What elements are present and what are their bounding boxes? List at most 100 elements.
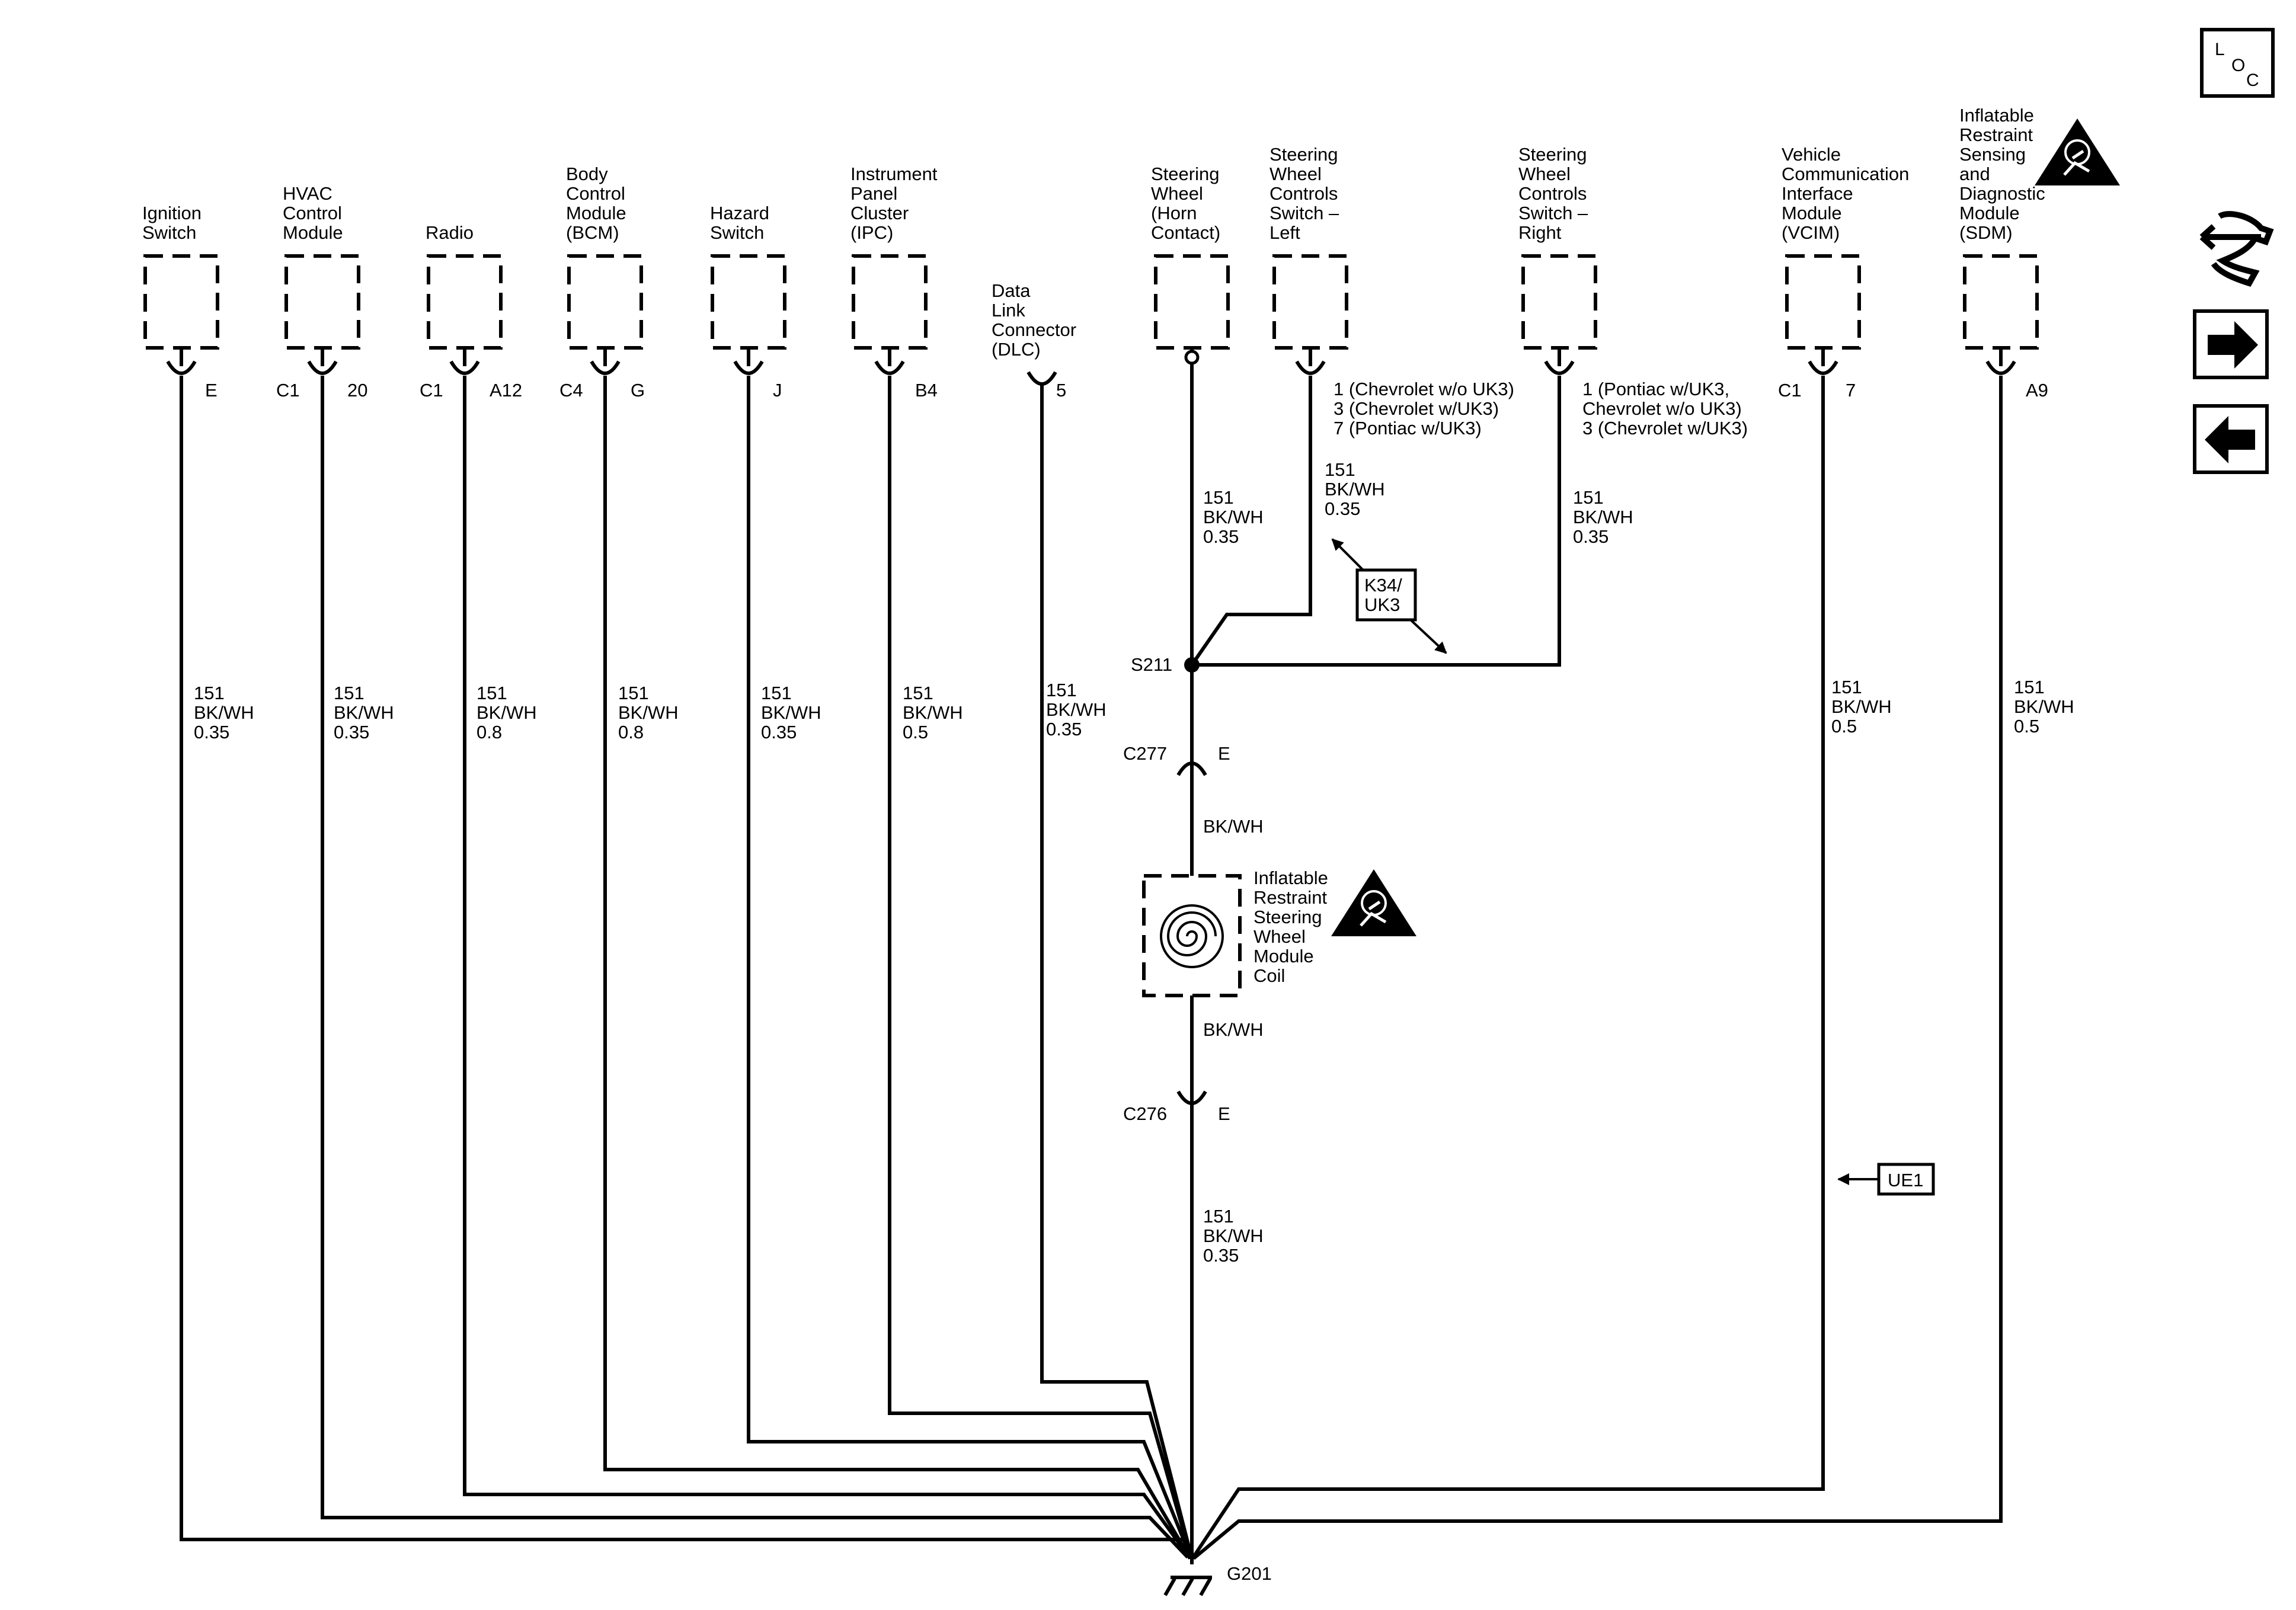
terminal-vcim [1808,348,1838,375]
terminal-bcm [590,348,621,375]
box-coil [1142,874,1242,997]
text-line: 3 (Chevrolet w/UK3) [1334,398,1499,419]
text-line: (Horn [1151,203,1197,223]
text-line: Panel [850,183,897,204]
component-locator-icon[interactable]: L O C [2200,28,2275,98]
pin-radio: A12 [490,380,522,401]
text-line: (VCIM) [1782,222,1840,243]
text-line: Contact) [1151,222,1220,243]
text-line: Steering [1253,907,1322,927]
text-line: K34/ [1364,575,1402,596]
pin-vcim: 7 [1846,380,1856,401]
c276-label: C276 [1123,1103,1167,1124]
text-line: Chevrolet w/o UK3) [1582,398,1742,419]
text-line: 151 [1046,680,1077,700]
box-swc-left [1272,254,1348,350]
text-line: BK/WH [761,702,821,723]
box-sdm [1963,254,2039,350]
terminal-ignition [166,348,197,375]
text-line: 0.5 [903,722,928,742]
text-line: Steering [1518,144,1587,165]
box-bcm [567,254,643,350]
text-line: Controls [1269,183,1338,204]
text-line: Module [1782,203,1842,223]
text-line: Coil [1253,965,1285,986]
text-line: 0.35 [194,722,229,742]
text-line: 3 (Chevrolet w/UK3) [1582,418,1748,438]
repair-procedure-icon[interactable] [2199,211,2274,287]
text-line: Data [992,280,1031,301]
next-arrow-icon[interactable] [2193,309,2269,379]
text-line: 1 (Pontiac w/UK3, [1582,379,1729,399]
text-line: Control [566,183,625,204]
ue1-label: UE1 [1888,1170,1923,1190]
text-line: BK/WH [1203,507,1264,527]
option-k34-uk3[interactable]: K34/UK3 [1331,538,1447,654]
nav-toolbar: L O C [2193,28,2275,474]
wire-ipc [888,376,1193,1559]
text-line: Switch [710,222,764,243]
text-line: Hazard [710,203,769,223]
box-radio [427,254,503,350]
component-boxes [143,254,2039,350]
pin-labels: E C1 20 C1 A12 C4 G J B4 5 1 (Chevrolet … [205,379,2048,438]
wire-sdm [1192,376,2003,1560]
text-line: 151 [477,683,507,703]
text-line: BK/WH [1831,696,1892,717]
c277-pin: E [1218,743,1230,764]
text-line: Module [1253,946,1314,966]
terminal-radio [449,348,480,375]
text-line: Interface [1782,183,1853,204]
text-line: 151 [334,683,364,703]
text-line: 0.35 [761,722,797,742]
text-line: BK/WH [2014,696,2074,717]
box-vcim [1785,254,1861,350]
text-line: 151 [1325,459,1355,480]
coil-spiral-icon [1160,904,1224,968]
text-line: Control [283,203,342,223]
text-line: Connector [992,319,1076,340]
wire-bcm [603,376,1192,1560]
coil-lower-wire-label: BK/WH [1203,1019,1264,1040]
text-line: 0.5 [2014,716,2039,737]
option-box-label: K34/UK3 [1364,575,1402,615]
text-line: Restraint [1253,887,1327,908]
text-line: Link [992,300,1025,321]
text-line: 0.35 [1325,498,1360,519]
text-line: 0.35 [1573,526,1609,547]
text-line: 151 [903,683,933,703]
previous-arrow-icon[interactable] [2193,404,2269,474]
wires [180,363,2003,1560]
pin-swc-left: 1 (Chevrolet w/o UK3)3 (Chevrolet w/UK3)… [1334,379,1514,438]
text-line: 0.8 [618,722,644,742]
text-line: BK/WH [334,702,394,723]
connector-c277: C277 E [1123,743,1230,781]
terminal-swc-left [1295,348,1326,375]
text-line: HVAC [283,183,332,204]
text-line: Sensing [1959,144,2026,165]
text-line: Body [566,164,608,184]
airbag-warning-icon [2035,119,2120,185]
pin-vcim-connector: C1 [1778,380,1802,401]
ground-g201: G201 [1163,1557,1272,1596]
text-line: Radio [426,222,474,243]
wire-swc-left [1190,376,1312,666]
text-line: 0.35 [334,722,369,742]
text-line: Left [1269,222,1300,243]
pin-sdm: A9 [2026,380,2048,401]
option-ue1[interactable]: UE1 [1837,1163,1935,1196]
